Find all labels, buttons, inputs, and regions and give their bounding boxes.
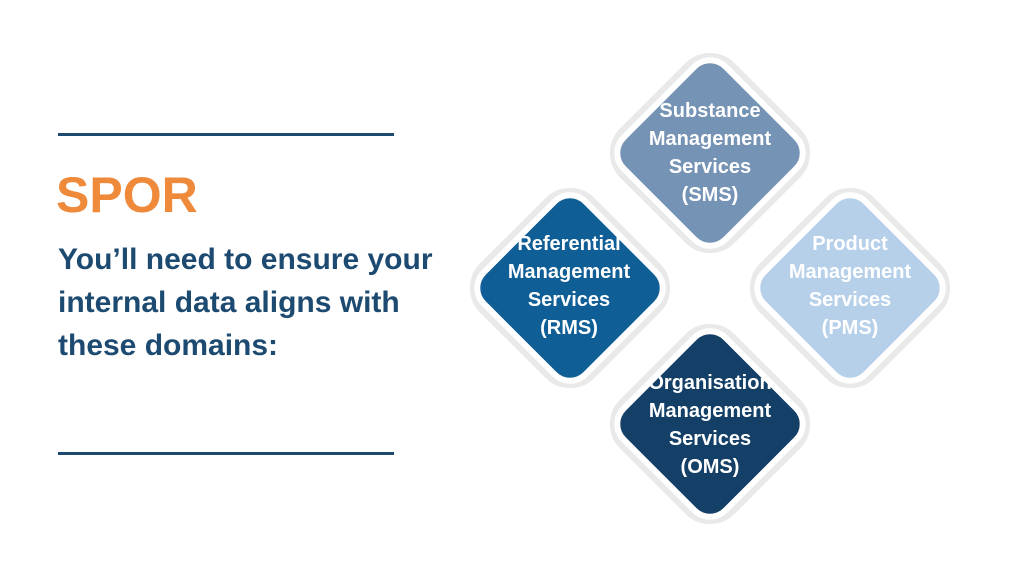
node-label-pms: Product Management Services (PMS) <box>788 233 912 339</box>
diamond-oms <box>614 328 806 520</box>
node-label-sms: Substance Management Services (SMS) <box>648 100 772 206</box>
node-label-rms: Referential Management Services (RMS) <box>507 233 631 339</box>
top-divider <box>58 133 394 136</box>
page-subtitle: You’ll need to ensure your internal data… <box>58 243 433 362</box>
diamond-pms <box>754 192 946 384</box>
page-title: SPOR <box>56 167 198 223</box>
spor-domains-diagram: Substance Management Services (SMS) Refe… <box>430 0 1024 576</box>
diamond-sms <box>614 57 806 249</box>
diamond-shapes <box>469 52 951 525</box>
node-label-oms: Organisation Management Services (OMS) <box>648 372 772 478</box>
diamond-rms <box>474 192 666 384</box>
bottom-divider <box>58 452 394 455</box>
